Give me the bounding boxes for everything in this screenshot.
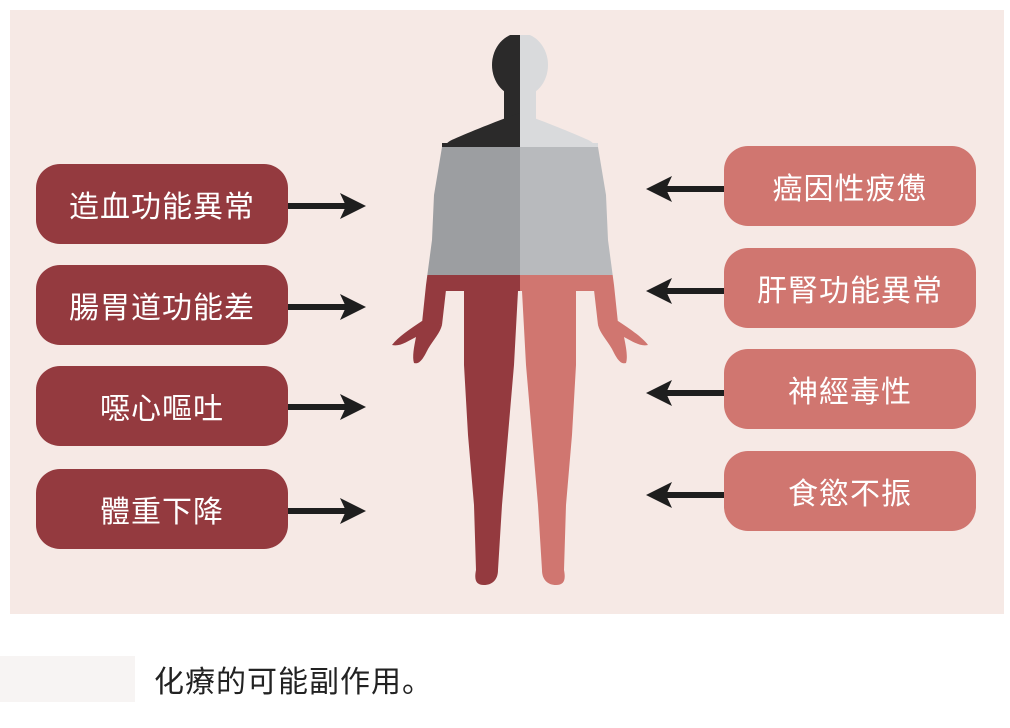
arrow-left-icon [646, 380, 724, 406]
label-loss-of-appetite: 食慾不振 [724, 451, 976, 531]
figure-caption: 化療的可能副作用。 [154, 665, 433, 700]
arrow-right-icon [288, 498, 366, 524]
arrow-right-icon [288, 193, 366, 219]
label-liver-kidney-dysfunction: 肝腎功能異常 [724, 248, 976, 328]
label-weight-loss: 體重下降 [36, 469, 288, 549]
arrow-right-icon [288, 394, 366, 420]
arrow-left-icon [646, 482, 724, 508]
human-body-figure [392, 35, 648, 585]
caption-placeholder-block [0, 656, 135, 702]
label-neurotoxicity: 神經毒性 [724, 349, 976, 429]
label-gastrointestinal-dysfunction: 腸胃道功能差 [36, 265, 288, 345]
arrow-right-icon [288, 294, 366, 320]
label-hematopoietic-dysfunction: 造血功能異常 [36, 164, 288, 244]
arrow-left-icon [646, 278, 724, 304]
label-nausea-vomiting: 噁心嘔吐 [36, 366, 288, 446]
label-cancer-fatigue: 癌因性疲憊 [724, 146, 976, 226]
arrow-left-icon [646, 176, 724, 202]
